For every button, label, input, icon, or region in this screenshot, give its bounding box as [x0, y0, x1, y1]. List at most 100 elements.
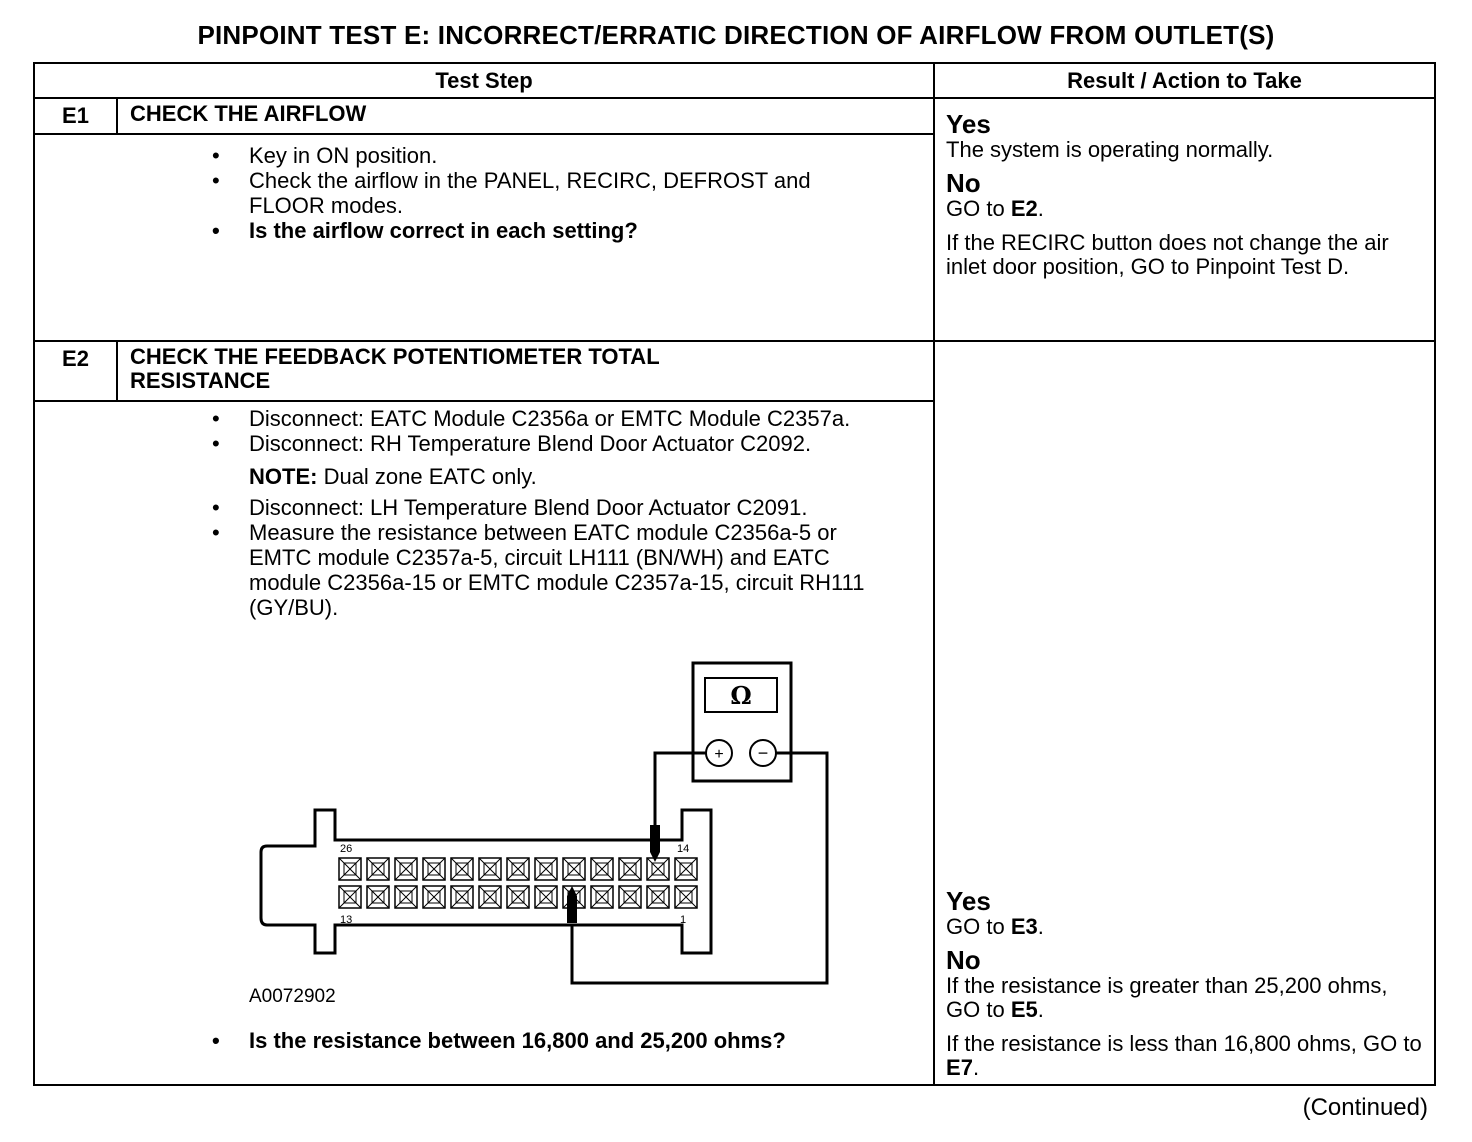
list-item: Disconnect: RH Temperature Blend Door Ac… — [117, 431, 933, 456]
pin-terminal — [651, 862, 665, 876]
yes-go-text: GO to — [946, 914, 1011, 939]
pin-terminal — [399, 890, 413, 904]
pin-cross — [562, 857, 586, 881]
connector-body — [259, 808, 713, 955]
question-e1: Is the airflow correct in each setting? — [117, 218, 933, 243]
step-id-e2: E2 — [33, 340, 118, 402]
pin-cross — [338, 857, 362, 881]
pin-cross — [590, 885, 614, 909]
empty-id-cell — [33, 133, 117, 342]
negative-probe — [567, 886, 577, 923]
negative-lead — [570, 751, 829, 985]
header-result: Result / Action to Take — [933, 62, 1437, 99]
pin-terminal — [483, 862, 497, 876]
no-extra-e1: If the RECIRC button does not change the… — [946, 230, 1389, 279]
pin-terminal — [427, 862, 441, 876]
pin-terminal — [427, 890, 441, 904]
pin-terminal — [595, 862, 609, 876]
minus-sign: − — [758, 743, 769, 763]
pin-cross — [422, 885, 446, 909]
pin-terminal — [539, 890, 553, 904]
pin-cross — [366, 885, 390, 909]
no-target-link[interactable]: E2 — [1010, 196, 1038, 221]
bullet-list-e2b: Disconnect: LH Temperature Blend Door Ac… — [117, 495, 933, 620]
pin-terminal — [343, 890, 357, 904]
bullet-list-e2c: Is the resistance between 16,800 and 25,… — [117, 1020, 933, 1053]
step-title-e2: CHECK THE FEEDBACK POTENTIOMETER TOTAL R… — [115, 340, 936, 402]
pin-cross — [506, 885, 530, 909]
step-title-e1: CHECK THE AIRFLOW — [115, 97, 936, 135]
pin-terminal — [343, 862, 357, 876]
no-label-e2: No — [946, 945, 981, 975]
list-item: Key in ON position. — [117, 143, 933, 168]
list-item: Measure the resistance between EATC modu… — [117, 520, 933, 620]
note-text: Dual zone EATC only. — [317, 464, 537, 489]
connector-meter-svg: Ω + − 26 14 13 1 — [259, 661, 829, 985]
no-label-e1: No — [946, 168, 981, 198]
pin-terminal — [399, 862, 413, 876]
pin-terminal — [651, 890, 665, 904]
plus-sign: + — [714, 746, 723, 763]
yes-text-e2: GO to E3. — [946, 914, 1044, 939]
table-row: E2 CHECK THE FEEDBACK POTENTIOMETER TOTA… — [33, 340, 1437, 1086]
no-target-link[interactable]: E5 — [1010, 997, 1038, 1022]
note-label: NOTE: — [249, 464, 318, 489]
pin-terminal — [371, 862, 385, 876]
wiring-diagram: Ω + − 26 14 13 1 — [117, 620, 933, 1020]
pin-label-1: 1 — [680, 914, 686, 926]
result-cell-e2: Yes GO to E3. No If the resistance is gr… — [933, 340, 1437, 1086]
no-text2-e2: If the resistance is less than 16,800 oh… — [946, 1031, 1422, 1080]
list-item: Disconnect: LH Temperature Blend Door Ac… — [117, 495, 933, 520]
positive-lead — [653, 751, 706, 828]
pin-terminal — [623, 890, 637, 904]
step-body-e1: Key in ON position. Check the airflow in… — [117, 133, 936, 342]
pin-cross — [450, 857, 474, 881]
step-id-e1: E1 — [33, 97, 118, 135]
pin-cross — [338, 885, 362, 909]
table-row: Key in ON position. Check the airflow in… — [33, 133, 1435, 342]
question-e2: Is the resistance between 16,800 and 25,… — [117, 1028, 933, 1053]
page-title: PINPOINT TEST E: INCORRECT/ERRATIC DIREC… — [197, 20, 1275, 50]
pin-cross — [674, 885, 698, 909]
figure-id: A0072902 — [249, 986, 336, 1007]
header-test-step: Test Step — [32, 62, 936, 99]
pin-cross — [478, 885, 502, 909]
table-row: Disconnect: EATC Module C2356a or EMTC M… — [33, 400, 1435, 1086]
pin-cross — [422, 857, 446, 881]
list-item: Check the airflow in the PANEL, RECIRC, … — [117, 168, 933, 218]
pin-terminal — [679, 890, 693, 904]
list-item: Disconnect: EATC Module C2356a or EMTC M… — [117, 406, 933, 431]
pin-cross — [646, 857, 670, 881]
yes-label-e2: Yes — [946, 886, 991, 916]
result-cell-e1: Yes The system is operating normally. No… — [933, 97, 1437, 342]
yes-target-link[interactable]: E3 — [1010, 914, 1038, 939]
pin-cross — [534, 885, 558, 909]
bullet-list-e2a: Disconnect: EATC Module C2356a or EMTC M… — [117, 402, 933, 456]
pin-cross — [450, 885, 474, 909]
pin-terminal — [511, 890, 525, 904]
no-text: If the resistance is greater than 25,200… — [946, 973, 1388, 1022]
pin-cross — [394, 885, 418, 909]
pin-terminal — [623, 862, 637, 876]
pin-cross — [506, 857, 530, 881]
table-row: E1 CHECK THE AIRFLOW Yes The system is o… — [33, 97, 1437, 342]
pin-label-14: 14 — [677, 843, 689, 855]
pin-cross — [366, 857, 390, 881]
pin-terminal — [371, 890, 385, 904]
no-target-link[interactable]: E7 — [946, 1055, 973, 1080]
no-text: If the resistance is less than 16,800 oh… — [946, 1031, 1422, 1056]
no-text1-e2: If the resistance is greater than 25,200… — [946, 973, 1388, 1022]
table-header-row: Test Step Result / Action to Take — [32, 62, 1437, 99]
pin-terminal — [595, 890, 609, 904]
pin-cross — [618, 857, 642, 881]
pin-terminal — [511, 862, 525, 876]
pin-cross — [674, 857, 698, 881]
pin-label-13: 13 — [340, 914, 352, 926]
test-table: Test Step Result / Action to Take E1 CHE… — [32, 62, 1437, 1086]
ohm-symbol: Ω — [730, 681, 751, 710]
step-body-e2: Disconnect: EATC Module C2356a or EMTC M… — [117, 400, 936, 1086]
empty-id-cell — [33, 400, 117, 1086]
pin-terminal — [483, 890, 497, 904]
no-go-text: GO to — [946, 196, 1011, 221]
pin-cross — [394, 857, 418, 881]
